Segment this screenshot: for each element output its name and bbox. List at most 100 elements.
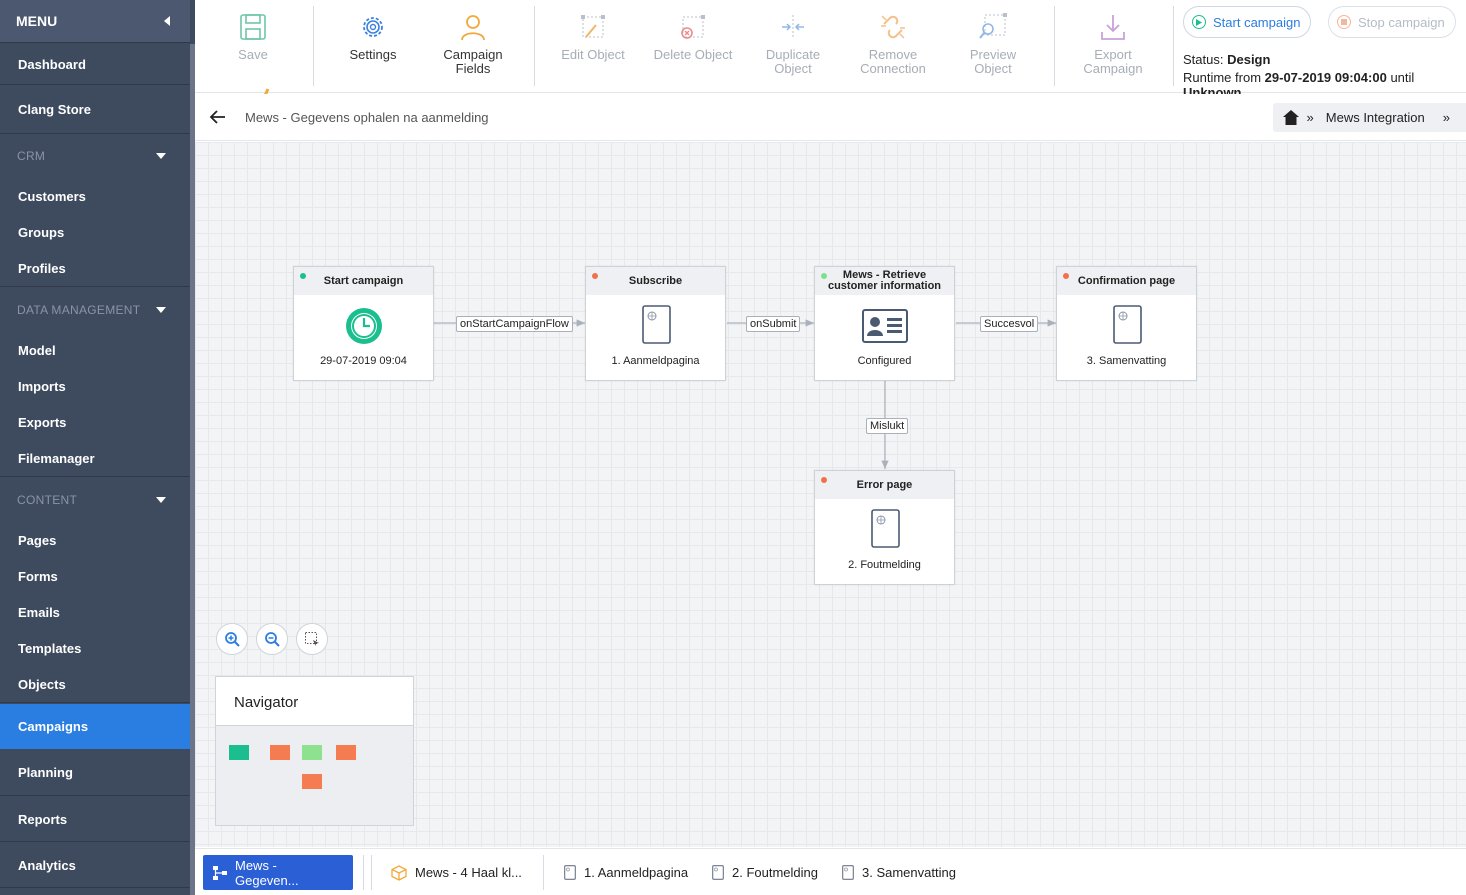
sidebar-item-imports[interactable]: Imports (0, 368, 190, 404)
node-label: 2. Foutmelding (848, 559, 921, 571)
sidebar-item-clang-store[interactable]: Clang Store (0, 86, 190, 134)
sidebar-item-customers[interactable]: Customers (0, 178, 190, 214)
sidebar-item-label: Forms (18, 568, 58, 584)
node-label: Configured (857, 355, 912, 367)
zoom-in-icon (225, 632, 240, 647)
duplicate-object-button[interactable]: Duplicate Object (743, 12, 843, 76)
node-label: 29-07-2019 09:04 (320, 355, 407, 367)
sidebar-item-planning[interactable]: Planning (0, 750, 190, 796)
sidebar-item-templates[interactable]: Templates (0, 630, 190, 666)
node-title: Start campaign (323, 274, 404, 287)
collapse-menu-icon[interactable] (164, 16, 170, 26)
sidebar-item-reports[interactable]: Reports (0, 797, 190, 842)
remove-connection-label-2: Connection (860, 61, 926, 76)
edge-label-on-submit[interactable]: onSubmit (746, 316, 801, 332)
tab-divider (543, 855, 544, 890)
flow-node-subscribe[interactable]: Subscribe 1. Aanmeldpagina (585, 266, 726, 381)
flow-icon (213, 865, 227, 880)
export-campaign-button[interactable]: Export Campaign (1063, 12, 1163, 76)
toolbar-divider (1173, 6, 1174, 86)
sidebar-item-groups[interactable]: Groups (0, 214, 190, 250)
save-button[interactable]: Save (203, 12, 303, 62)
home-icon[interactable] (1282, 110, 1299, 125)
sidebar-item-label: Imports (18, 378, 66, 394)
download-icon (1101, 15, 1125, 40)
campaign-fields-label-2: Fields (455, 61, 491, 76)
sidebar-item-pages[interactable]: Pages (0, 522, 190, 558)
sidebar-item-label: Groups (18, 224, 65, 240)
navigator-node-mews (302, 745, 322, 760)
tab-mews-object[interactable]: Mews - 4 Haal kl... (391, 855, 522, 890)
back-arrow-icon[interactable] (209, 108, 227, 126)
remove-connection-label-1: Remove (868, 47, 918, 62)
delete-object-button[interactable]: Delete Object (643, 12, 743, 62)
preview-object-button[interactable]: Preview Object (943, 12, 1043, 76)
sidebar-item-filemanager[interactable]: Filemanager (0, 440, 190, 477)
flow-node-confirmation-page[interactable]: Confirmation page 3. Samenvatting (1056, 266, 1197, 381)
fit-selection-button[interactable] (296, 623, 328, 655)
flow-node-error-page[interactable]: Error page 2. Foutmelding (814, 470, 955, 585)
sidebar-item-profiles[interactable]: Profiles (0, 250, 190, 287)
sidebar-item-analytics[interactable]: Analytics (0, 843, 190, 888)
toolbar-divider (1054, 6, 1055, 86)
sidebar-item-emails[interactable]: Emails (0, 594, 190, 630)
gear-icon (363, 17, 383, 37)
tab-foutmelding[interactable]: 2. Foutmelding (712, 855, 818, 890)
sidebar-item-dashboard[interactable]: Dashboard (0, 44, 190, 85)
tab-aanmeldpagina[interactable]: 1. Aanmeldpagina (564, 855, 688, 890)
stop-campaign-button[interactable]: Stop campaign (1328, 6, 1456, 38)
tab-label: Mews - 4 Haal kl... (415, 865, 522, 880)
sidebar-section-content[interactable]: CONTENT (0, 482, 190, 518)
sidebar-item-label: Objects (18, 676, 66, 692)
sidebar-item-label: Filemanager (18, 450, 95, 466)
preview-label-2: Object (974, 61, 1012, 76)
runtime-from: 29-07-2019 09:04:00 (1264, 70, 1387, 85)
sidebar-item-exports[interactable]: Exports (0, 404, 190, 440)
menu-header[interactable]: MENU (0, 0, 190, 43)
sidebar-item-forms[interactable]: Forms (0, 558, 190, 594)
sidebar-item-label: Campaigns (18, 719, 89, 734)
edit-object-button[interactable]: Edit Object (543, 12, 643, 62)
campaign-fields-button[interactable]: Campaign Fields (423, 12, 523, 76)
status-value: Design (1227, 52, 1271, 67)
preview-icon (979, 13, 1007, 39)
tab-campaign-flow[interactable]: Mews - Gegeven... (203, 855, 353, 890)
edge-label-on-start-campaign-flow[interactable]: onStartCampaignFlow (456, 316, 573, 332)
navigator-node-error (302, 774, 322, 789)
node-title: Error page (856, 478, 913, 491)
flow-node-mews-retrieve[interactable]: Mews - Retrieve customer information Con… (814, 266, 955, 381)
settings-button[interactable]: Settings (323, 12, 423, 62)
page-icon (712, 865, 724, 880)
flow-node-start-campaign[interactable]: Start campaign 29-07-2019 09:04 (293, 266, 434, 381)
start-campaign-label: Start campaign (1213, 14, 1301, 30)
breadcrumb: » Mews Integration » (1272, 103, 1466, 132)
sidebar-item-objects[interactable]: Objects (0, 666, 190, 703)
page-title: Mews - Gegevens ophalen na aanmelding (245, 110, 489, 125)
sidebar-item-model[interactable]: Model (0, 332, 190, 368)
navigator-panel[interactable]: Navigator (215, 676, 414, 826)
sidebar-item-label: Clang Store (18, 102, 91, 117)
remove-connection-button[interactable]: Remove Connection (843, 12, 943, 76)
navigator-node-confirmation (336, 745, 356, 760)
page-icon (642, 305, 671, 344)
edge-label-succesvol[interactable]: Succesvol (980, 316, 1039, 332)
start-campaign-button[interactable]: Start campaign (1183, 6, 1312, 38)
breadcrumb-item-mews-integration[interactable]: Mews Integration (1325, 110, 1425, 125)
toolbar-divider (313, 6, 314, 86)
zoom-in-button[interactable] (216, 623, 248, 655)
tab-samenvatting[interactable]: 3. Samenvatting (842, 855, 956, 890)
sidebar-section-data-management[interactable]: DATA MANAGEMENT (0, 292, 190, 328)
sidebar-item-label: Dashboard (18, 56, 86, 72)
status-dot (821, 477, 827, 483)
edge-label-mislukt[interactable]: Mislukt (866, 418, 909, 434)
contact-card-icon (862, 309, 908, 343)
sidebar-item-label: Pages (18, 532, 57, 548)
sidebar-section-crm[interactable]: CRM (0, 138, 190, 174)
flow-canvas[interactable]: Start campaign 29-07-2019 09:04 Subscrib… (195, 142, 1466, 847)
sidebar-scrollbar[interactable] (190, 44, 195, 895)
sidebar-item-campaigns[interactable]: Campaigns (0, 704, 190, 749)
runtime-until-label: until (1390, 70, 1415, 85)
breadcrumb-separator: » (1442, 110, 1450, 125)
zoom-out-button[interactable] (256, 623, 288, 655)
